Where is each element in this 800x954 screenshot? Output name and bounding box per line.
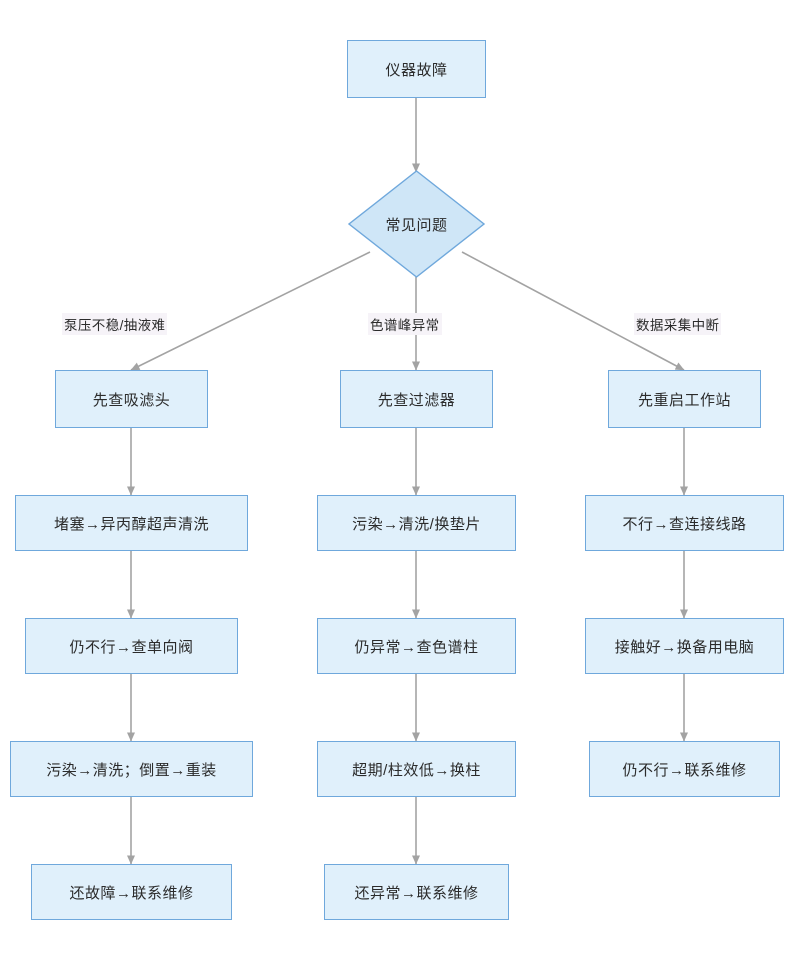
node-left-step-2[interactable]: 堵塞→异丙醇超声清洗 [15, 495, 248, 551]
node-right-step-1[interactable]: 先重启工作站 [608, 370, 761, 428]
edge-question-to-right [461, 251, 685, 371]
node-label: 常见问题 [385, 216, 448, 234]
node-left-step-5[interactable]: 还故障→联系维修 [31, 864, 232, 920]
node-label: 污染→清洗/换垫片 [352, 515, 481, 533]
node-left-step-4[interactable]: 污染→清洗；倒置→重装 [10, 741, 253, 797]
node-right-step-2[interactable]: 不行→查连接线路 [585, 495, 784, 551]
node-middle-step-4[interactable]: 超期/柱效低→换柱 [317, 741, 516, 797]
node-label: 接触好→换备用电脑 [614, 638, 755, 656]
node-right-step-4[interactable]: 仍不行→联系维修 [589, 741, 780, 797]
node-label: 仍不行→查单向阀 [69, 638, 194, 656]
node-label: 还异常→联系维修 [354, 884, 479, 902]
node-label: 仪器故障 [385, 61, 448, 79]
node-label: 超期/柱效低→换柱 [352, 761, 481, 779]
node-left-step-1[interactable]: 先查吸滤头 [55, 370, 208, 428]
node-right-step-3[interactable]: 接触好→换备用电脑 [585, 618, 784, 674]
node-label: 先重启工作站 [637, 391, 731, 409]
edge-label-right: 数据采集中断 [634, 313, 722, 335]
node-label: 堵塞→异丙醇超声清洗 [53, 515, 209, 533]
node-middle-step-5[interactable]: 还异常→联系维修 [324, 864, 509, 920]
node-label: 还故障→联系维修 [69, 884, 194, 902]
node-label: 先查吸滤头 [92, 391, 171, 409]
node-middle-step-2[interactable]: 污染→清洗/换垫片 [317, 495, 516, 551]
node-label: 仍异常→查色谱柱 [354, 638, 479, 656]
node-left-step-3[interactable]: 仍不行→查单向阀 [25, 618, 238, 674]
node-label: 仍不行→联系维修 [622, 761, 747, 779]
diamond-shape [348, 170, 485, 278]
edge-label-left: 泵压不稳/抽液难 [62, 313, 168, 335]
edge-question-to-left [130, 251, 371, 371]
node-label: 污染→清洗；倒置→重装 [46, 761, 217, 779]
node-middle-step-1[interactable]: 先查过滤器 [340, 370, 493, 428]
edge-label-middle: 色谱峰异常 [368, 313, 442, 335]
node-label: 不行→查连接线路 [622, 515, 747, 533]
node-middle-step-3[interactable]: 仍异常→查色谱柱 [317, 618, 516, 674]
node-common-problems[interactable]: 常见问题 [348, 170, 485, 278]
node-instrument-fault[interactable]: 仪器故障 [347, 40, 486, 98]
node-label: 先查过滤器 [377, 391, 456, 409]
